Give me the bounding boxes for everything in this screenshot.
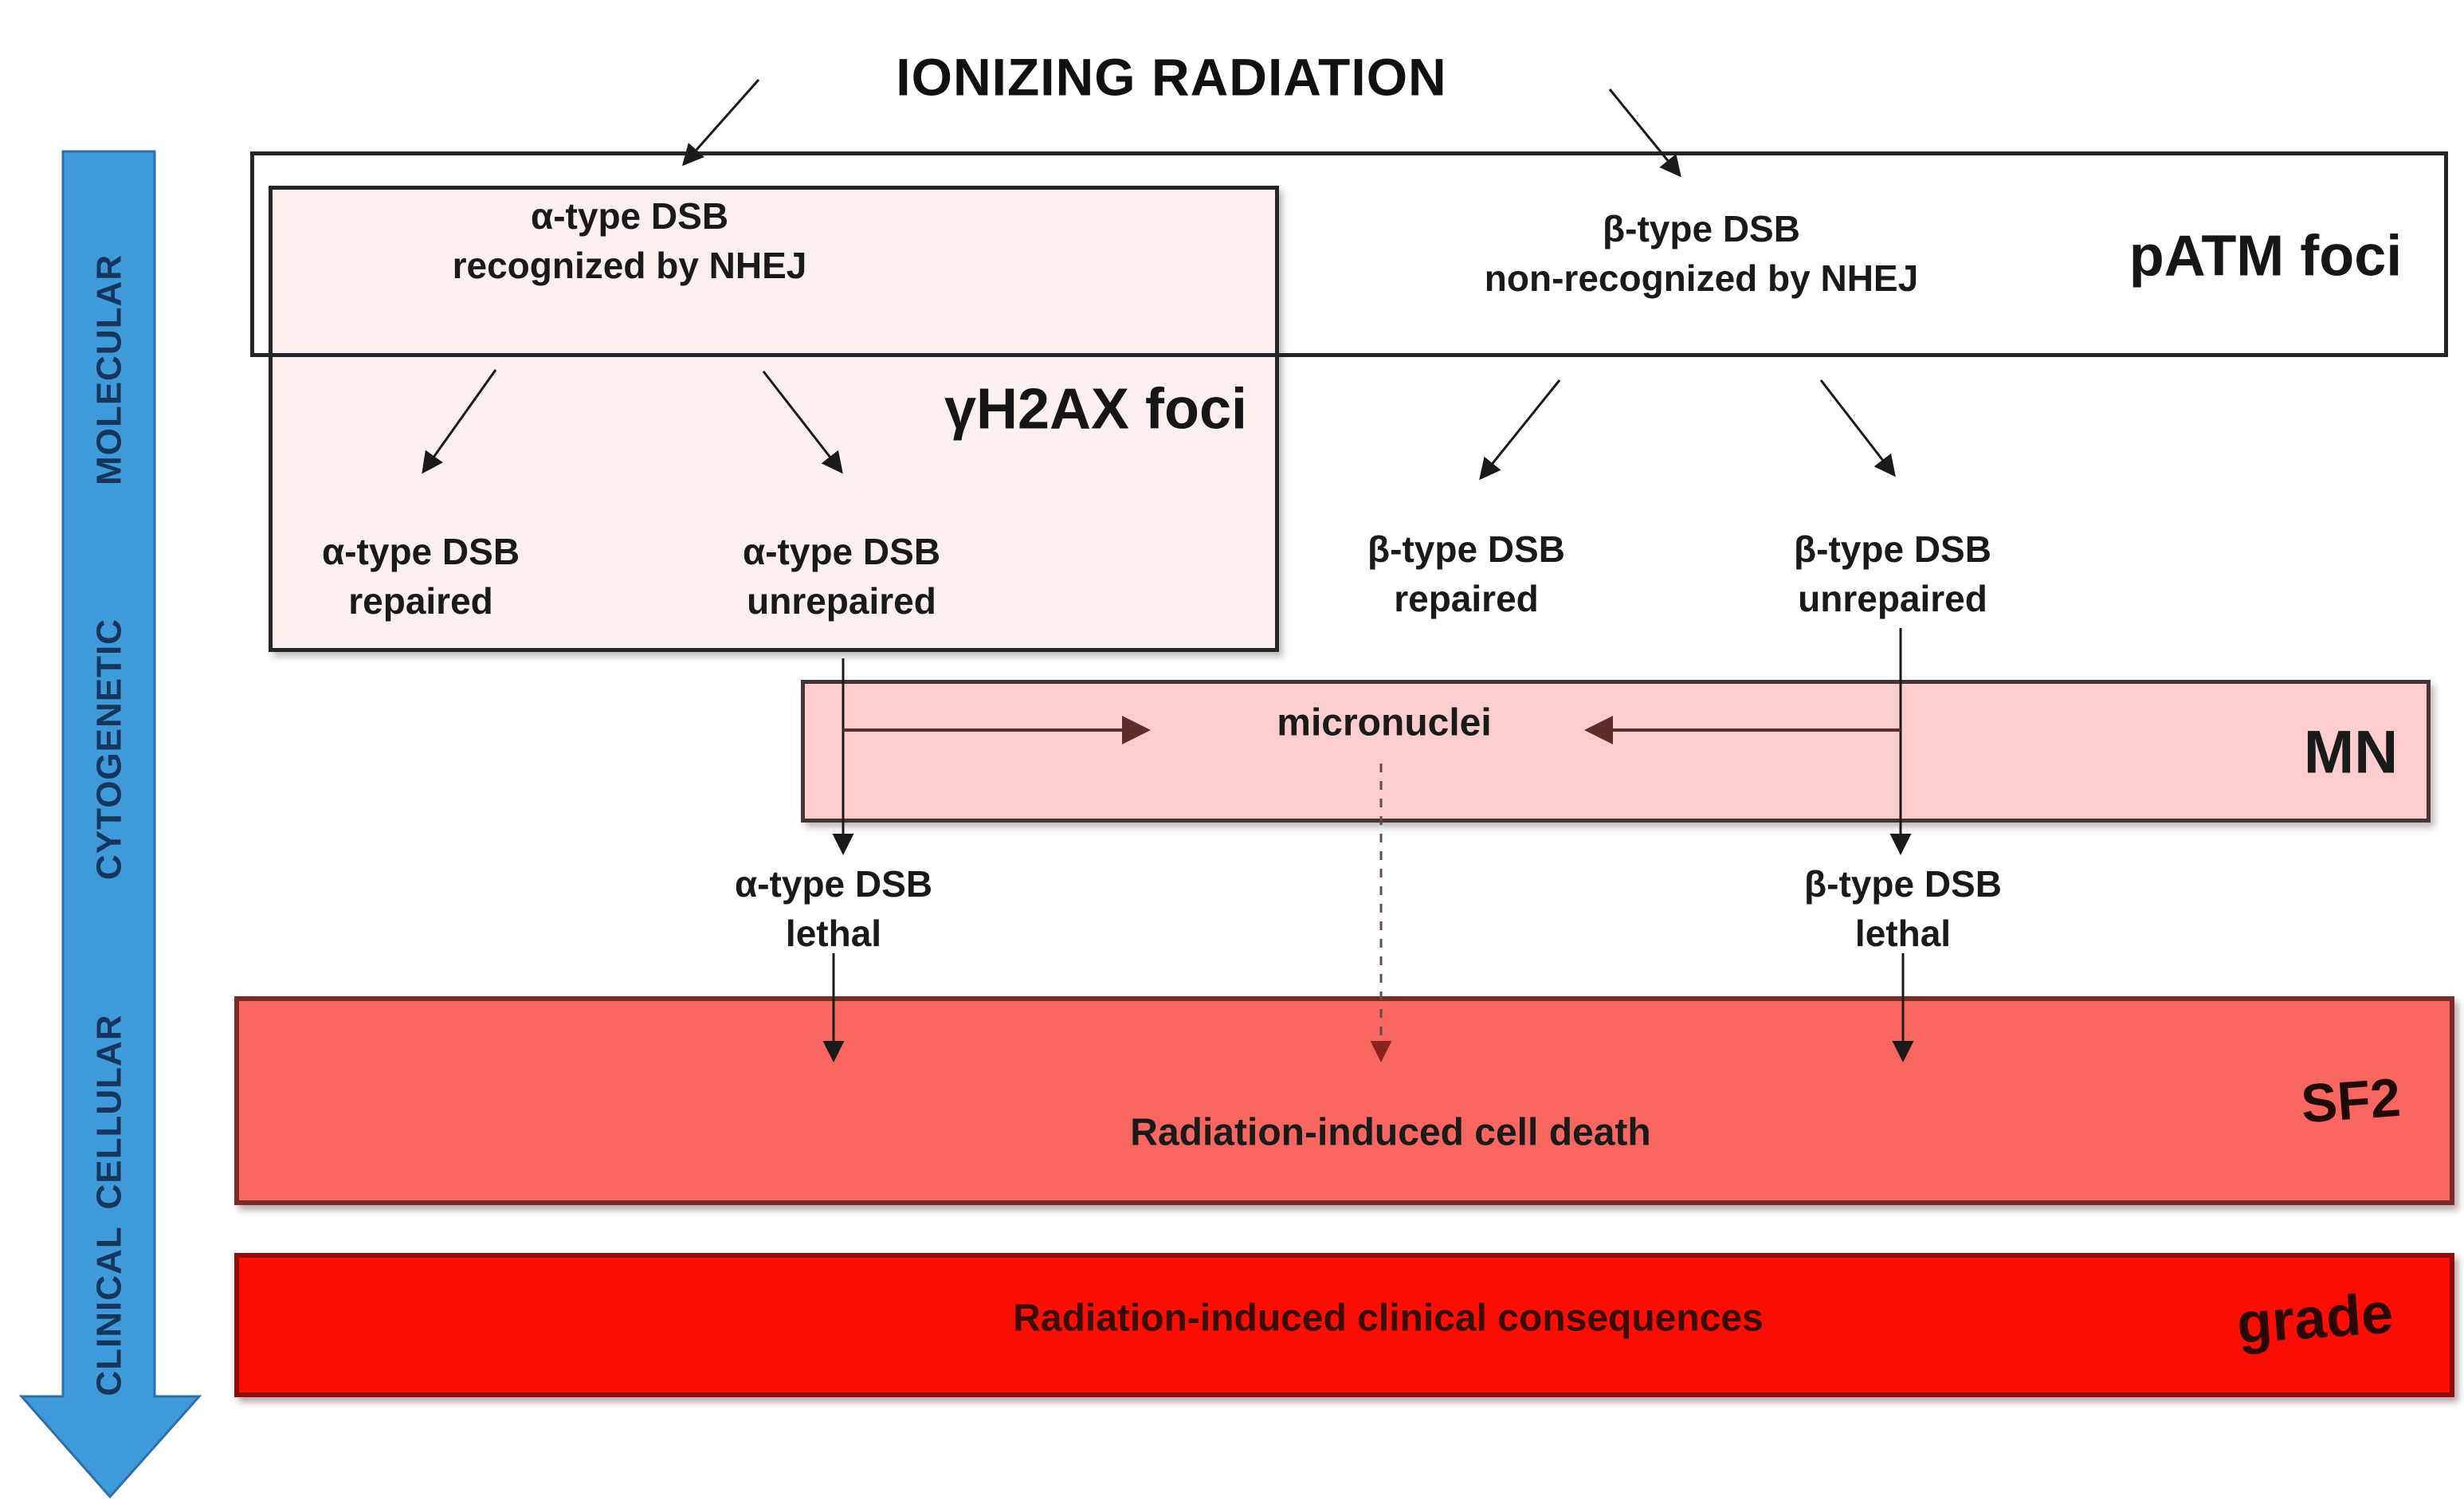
beta-lethal-line2: lethal [1854,913,1952,954]
beta-repaired-label: β-type DSB repaired [1367,524,1565,623]
page-title: IONIZING RADIATION [896,47,1447,107]
alpha-unrepaired-label: α-type DSB unrepaired [743,527,940,626]
cell-death-label: Radiation-induced cell death [1130,1111,1651,1154]
alpha-dsb-line1: α-type DSB [530,194,729,237]
beta-dsb-line1: β-type DSB [1603,207,1800,249]
alpha-repaired-line2: repaired [348,580,493,622]
alpha-lethal-line2: lethal [785,913,882,954]
beta-dsb-label: β-type DSB non-recognized by NHEJ [1485,204,1918,303]
cell-death-band [234,996,2454,1205]
gamma-h2ax-foci-label: γH2AX foci [944,377,1248,442]
alpha-lethal-line1: α-type DSB [734,862,933,905]
micronuclei-band [801,680,2431,823]
alpha-repaired-label: α-type DSB repaired [322,527,520,626]
beta-unrepaired-line1: β-type DSB [1794,528,1991,570]
clinical-consequences-label: Radiation-induced clinical consequences [1013,1297,1764,1340]
alpha-unrepaired-line1: α-type DSB [742,530,941,572]
grade-assay-label: grade [2234,1281,2395,1357]
beta-repaired-line1: β-type DSB [1367,528,1565,570]
beta-unrepaired-line2: unrepaired [1798,578,1987,619]
alpha-repaired-line1: α-type DSB [321,530,520,572]
arrow-beta-to-repaired [1479,379,1561,481]
beta-unrepaired-label: β-type DSB unrepaired [1794,524,1991,623]
alpha-dsb-line2: recognized by NHEJ [452,245,807,286]
scale-label-cellular: CELLULAR [89,1014,129,1210]
beta-lethal-label: β-type DSB lethal [1804,859,2002,958]
micronuclei-label: micronuclei [1277,701,1492,744]
mn-assay-label: MN [2303,718,2399,787]
beta-lethal-line1: β-type DSB [1804,862,2002,905]
scale-label-clinical: CLINICAL [89,1226,129,1396]
alpha-dsb-label: α-type DSB recognized by NHEJ [453,191,807,290]
alpha-unrepaired-line2: unrepaired [747,580,936,622]
scale-label-cytogenetic: CYTOGENETIC [89,618,129,881]
beta-dsb-line2: non-recognized by NHEJ [1484,257,1919,299]
clinical-band [234,1253,2454,1397]
beta-repaired-line2: repaired [1394,578,1539,619]
alpha-lethal-label: α-type DSB lethal [735,859,932,958]
arrow-beta-to-unrepaired [1819,379,1896,477]
patm-outer-box [250,151,2448,357]
patm-foci-label: pATM foci [2129,224,2403,289]
scale-label-molecular: MOLECULAR [89,253,129,486]
sf2-assay-label: SF2 [2299,1066,2403,1135]
